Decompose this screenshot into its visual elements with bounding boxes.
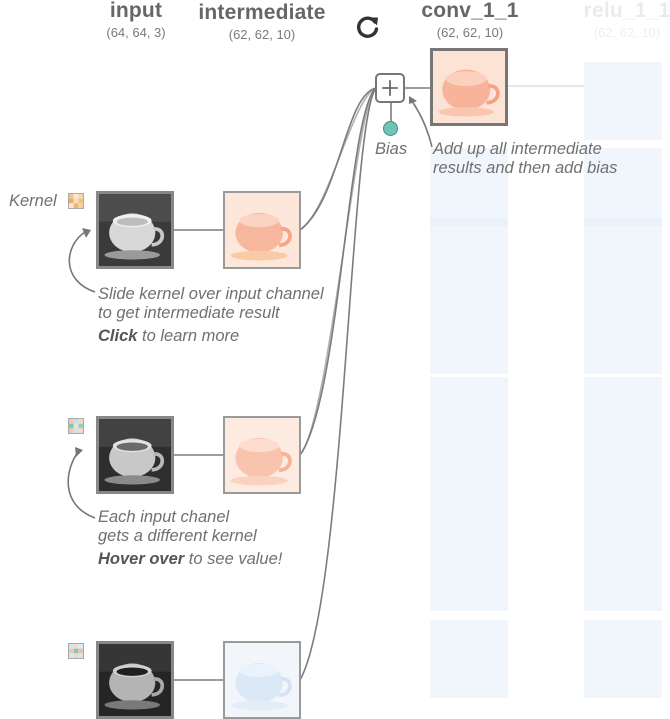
slide-annotation-line1: Slide kernel over input channel xyxy=(98,285,324,303)
bias-label: Bias xyxy=(375,140,408,158)
kernel-icon-blue[interactable] xyxy=(68,643,84,659)
kernel-label: Kernel xyxy=(9,192,57,210)
conv-column-header[interactable]: conv_1_1 (62, 62, 10) xyxy=(414,0,526,41)
each-annotation-line1: Each input chanel xyxy=(98,508,230,526)
add-operation-node[interactable] xyxy=(375,73,405,103)
add-annotation: Add up all intermediate results and then… xyxy=(433,140,617,178)
hover-hint-rest: to see value! xyxy=(184,550,283,568)
kernel-icon-red[interactable] xyxy=(68,193,84,209)
kernel-icon-green[interactable] xyxy=(68,418,84,434)
column-shape: (62, 62, 10) xyxy=(436,25,504,40)
column-name: intermediate xyxy=(198,1,326,24)
column-name: input xyxy=(109,0,163,22)
plus-icon xyxy=(382,80,398,96)
bias-node[interactable] xyxy=(383,121,398,136)
slide-annotation-line2: to get intermediate result xyxy=(98,304,280,322)
add-annotation-line2: results and then add bias xyxy=(433,159,618,177)
slide-kernel-annotation: Slide kernel over input channel to get i… xyxy=(98,285,324,346)
intermediate-node[interactable] xyxy=(223,416,301,494)
input-column-header: input (64, 64, 3) xyxy=(95,0,177,41)
hover-hint-bold: Hover over xyxy=(98,550,185,568)
column-name: conv_1_1 xyxy=(421,0,519,22)
column-shape: (64, 64, 3) xyxy=(106,25,166,40)
conv-output-node[interactable] xyxy=(430,48,508,126)
add-annotation-line1: Add up all intermediate xyxy=(433,140,602,158)
input-channel-node[interactable] xyxy=(96,416,174,494)
click-hint-rest: to learn more xyxy=(137,327,240,345)
column-shape: (62, 62, 10) xyxy=(593,25,661,40)
intermediate-node[interactable] xyxy=(223,191,301,269)
intermediate-node[interactable] xyxy=(223,641,301,719)
column-name: relu_1_1 xyxy=(583,0,670,22)
hover-hint: Hover over to see value! xyxy=(98,550,282,569)
refresh-icon[interactable] xyxy=(355,14,381,40)
click-hint[interactable]: Click to learn more xyxy=(98,327,324,346)
each-channel-annotation: Each input chanel gets a different kerne… xyxy=(98,508,282,569)
column-shape: (62, 62, 10) xyxy=(228,27,296,42)
click-hint-bold: Click xyxy=(98,327,138,345)
intermediate-column-header: intermediate (62, 62, 10) xyxy=(186,2,338,43)
input-channel-node[interactable] xyxy=(96,641,174,719)
input-channel-node[interactable] xyxy=(96,191,174,269)
each-annotation-line2: gets a different kernel xyxy=(98,527,257,545)
relu-column-header[interactable]: relu_1_1 (62, 62, 10) xyxy=(572,0,670,41)
